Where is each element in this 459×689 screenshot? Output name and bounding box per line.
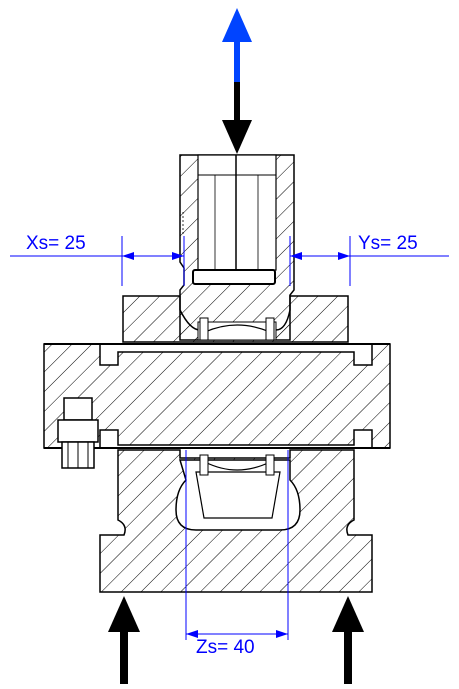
zs-dimension-label: Zs= 40 bbox=[196, 637, 255, 658]
xs-dimension-label: Xs= 25 bbox=[26, 233, 86, 254]
upper-punch bbox=[179, 154, 295, 341]
specimen-lower bbox=[199, 454, 275, 476]
specimen-upper bbox=[197, 317, 277, 341]
support-arrow-left-icon bbox=[108, 596, 140, 684]
main-body bbox=[43, 343, 391, 449]
dimension-lines bbox=[10, 236, 449, 640]
press-down-arrow-icon bbox=[222, 82, 252, 154]
lower-block bbox=[99, 449, 373, 593]
pull-arrow-icon bbox=[222, 8, 252, 82]
support-arrow-right-icon bbox=[332, 596, 364, 684]
connector-icon bbox=[57, 397, 99, 469]
ys-dimension-label: Ys= 25 bbox=[358, 233, 418, 254]
